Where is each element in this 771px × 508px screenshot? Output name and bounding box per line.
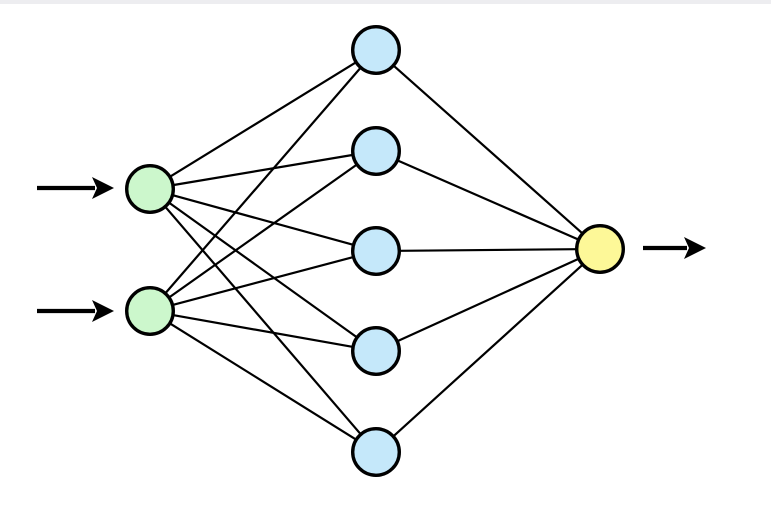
in-arrow-1-head xyxy=(92,177,114,199)
out-arrow-1-head xyxy=(684,237,706,259)
top-edge-band xyxy=(0,0,771,4)
arrows-group xyxy=(37,177,706,322)
in-arrow-2-head xyxy=(92,300,114,322)
node-input-1[interactable] xyxy=(124,163,175,214)
edge-i1-h2 xyxy=(172,153,354,187)
node-input-2[interactable] xyxy=(124,286,175,337)
edge-i2-h2 xyxy=(168,163,358,299)
edge-i2-h5 xyxy=(169,322,357,441)
edge-i2-h4 xyxy=(172,314,354,348)
node-hidden-3[interactable] xyxy=(351,225,402,276)
edge-i1-h4 xyxy=(168,201,358,339)
edge-i2-h3 xyxy=(172,256,354,306)
edge-i1-h1 xyxy=(169,61,357,178)
edge-i2-h1 xyxy=(164,67,362,294)
node-hidden-1[interactable] xyxy=(351,25,402,75)
node-output-1[interactable] xyxy=(575,223,626,274)
nodes-group xyxy=(124,25,626,478)
edge-h5-o1 xyxy=(392,264,584,437)
node-hidden-5[interactable] xyxy=(351,427,402,478)
node-hidden-4[interactable] xyxy=(351,326,402,377)
edge-h4-o1 xyxy=(396,257,580,343)
node-hidden-2[interactable] xyxy=(351,125,402,176)
edge-i1-h5 xyxy=(164,206,362,435)
edge-h2-o1 xyxy=(396,159,580,241)
edge-i1-h3 xyxy=(172,194,354,246)
edge-h3-o1 xyxy=(398,248,578,252)
edges-group xyxy=(164,61,584,441)
edge-h1-o1 xyxy=(392,64,584,235)
